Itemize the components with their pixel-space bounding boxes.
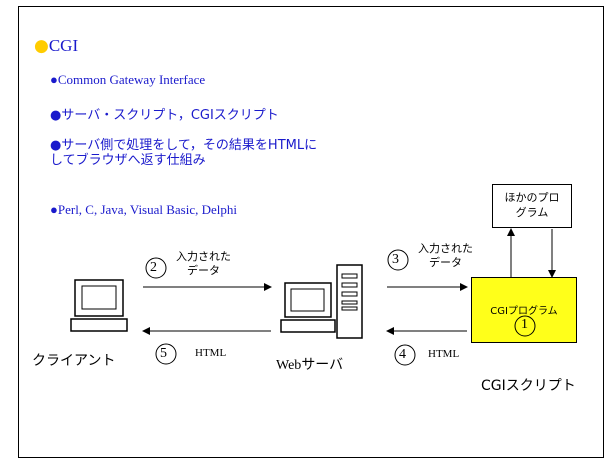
other-program-line2: グラム xyxy=(515,206,549,219)
slide-frame xyxy=(18,6,604,458)
step-1-number: 1 xyxy=(521,317,528,332)
input-data-label-1: 入力された データ xyxy=(176,250,231,278)
title-bullet-dot: ● xyxy=(34,36,49,56)
cgi-program-box: CGIプログラム 1 xyxy=(471,277,577,343)
bullet-server-script: ●サーバ・スクリプト，CGIスクリプト xyxy=(50,104,279,123)
step-5-number: 5 xyxy=(160,346,167,361)
bullet-dot: ● xyxy=(50,138,62,153)
other-program-box: ほかのプロ グラム xyxy=(492,184,572,228)
slide-title: ●CGI xyxy=(34,36,78,56)
web-server-icon xyxy=(280,264,363,339)
step-4-circle xyxy=(394,344,416,366)
client-computer-icon xyxy=(70,279,128,332)
bullet-text: Common Gateway Interface xyxy=(57,72,206,87)
bullet-text: サーバ・スクリプト，CGIスクリプト xyxy=(61,108,279,123)
cgi-script-label: CGIスクリプト xyxy=(481,378,576,394)
bullet-text: Perl, C, Java, Visual Basic, Delphi xyxy=(57,202,238,217)
input-data-line2: データ xyxy=(429,256,462,269)
step-2-number: 2 xyxy=(150,260,157,275)
input-data-label-2: 入力された データ xyxy=(418,242,473,270)
bullet-text-line2: してブラウザへ返す仕組み xyxy=(50,153,206,168)
step-2-circle xyxy=(145,257,167,279)
bullet-dot: ● xyxy=(50,202,58,217)
bullet-server-processing: ●サーバ側で処理をして，その結果をHTMLに してブラウザへ返す仕組み xyxy=(50,138,317,168)
step-3-number: 3 xyxy=(392,252,399,267)
web-server-label-prefix: Web xyxy=(276,358,302,373)
web-server-label-suffix: サーバ xyxy=(301,357,344,373)
web-server-label: Webサーバ xyxy=(276,354,343,374)
bullet-dot: ● xyxy=(50,72,58,87)
cgi-program-label: CGIプログラム xyxy=(490,306,558,317)
step-5-circle xyxy=(155,343,177,365)
input-data-line2: データ xyxy=(187,264,220,277)
client-label: クライアント xyxy=(32,353,116,369)
input-data-line1: 入力された xyxy=(418,242,473,255)
bullet-languages: ●Perl, C, Java, Visual Basic, Delphi xyxy=(50,202,237,218)
html-label-1: HTML xyxy=(195,347,227,359)
bullet-common-gateway: ●Common Gateway Interface xyxy=(50,72,205,88)
bullet-dot: ● xyxy=(50,108,62,123)
input-data-line1: 入力された xyxy=(176,250,231,263)
step-1-circle xyxy=(514,315,536,337)
bullet-text-line1: サーバ側で処理をして，その結果をHTMLに xyxy=(61,138,318,153)
step-3-circle xyxy=(387,249,409,271)
html-label-2: HTML xyxy=(428,348,460,360)
step-4-number: 4 xyxy=(399,347,406,362)
other-program-line1: ほかのプロ xyxy=(504,191,560,204)
title-text: CGI xyxy=(48,36,79,55)
